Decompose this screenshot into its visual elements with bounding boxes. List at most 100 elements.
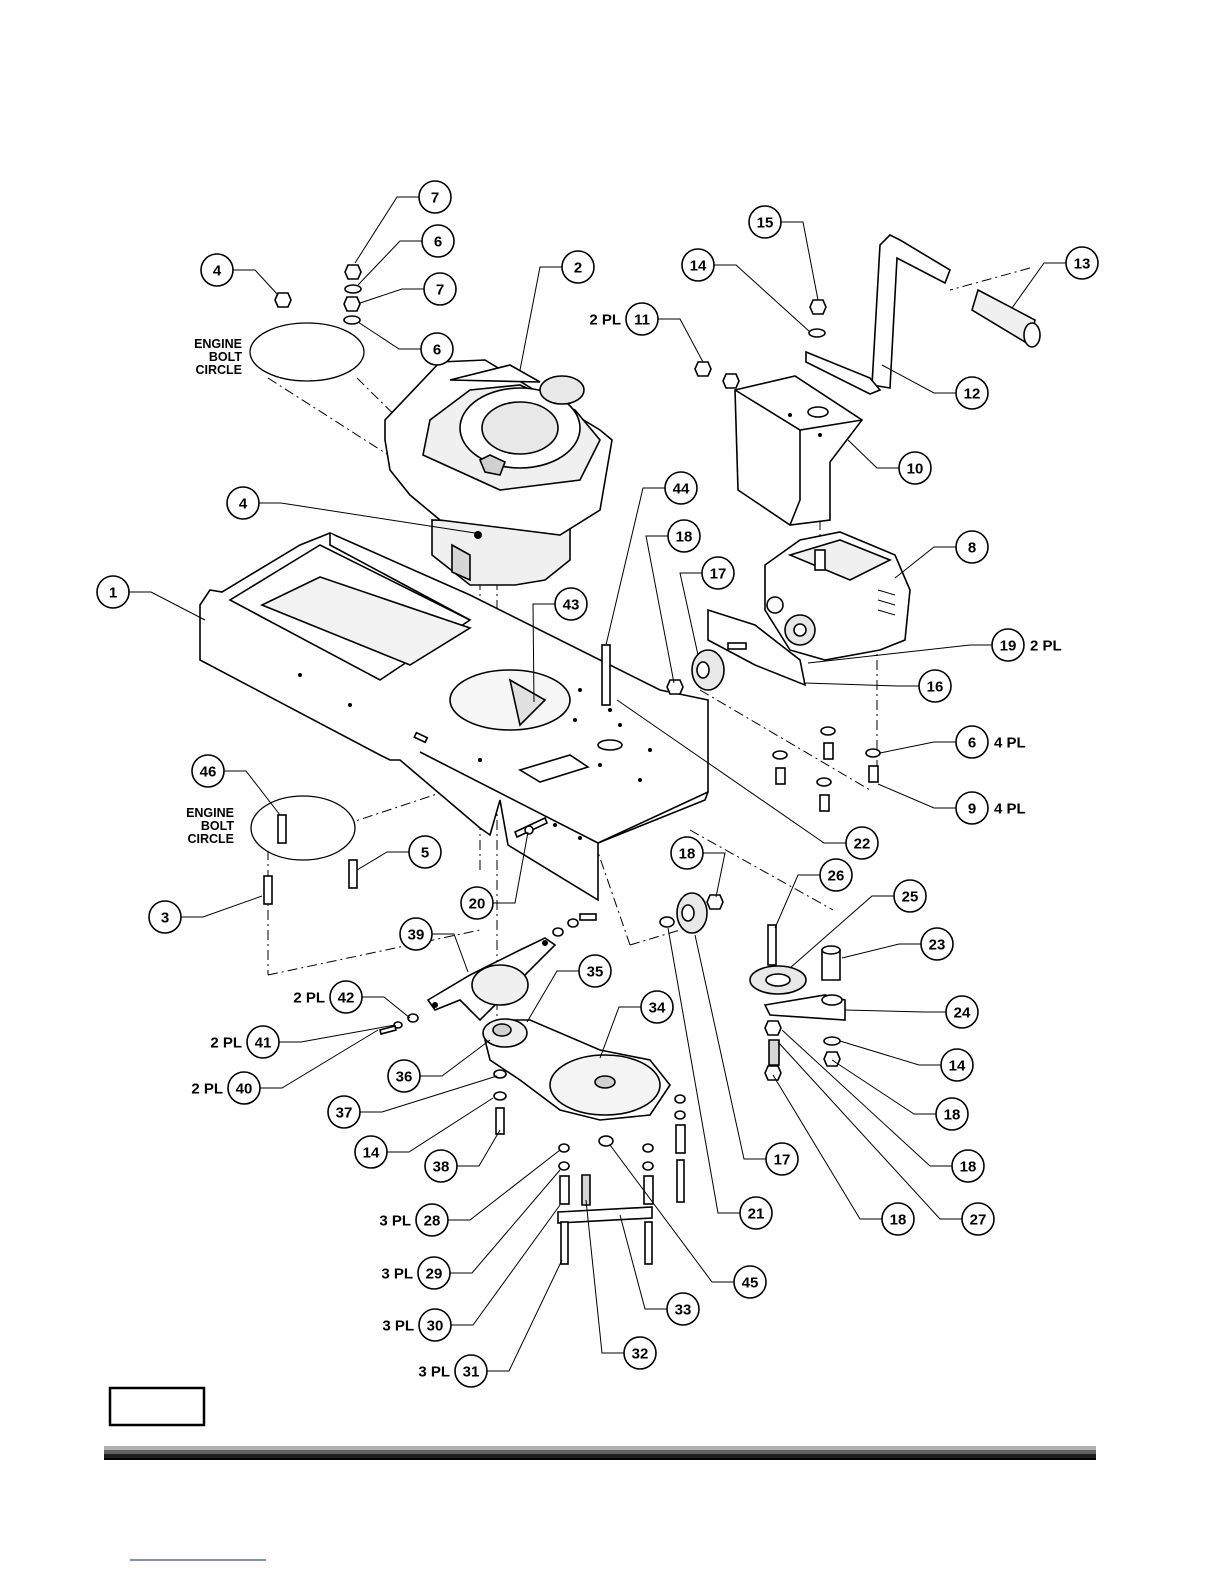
- callout-number: 12: [964, 386, 981, 403]
- callout-number: 14: [949, 1058, 966, 1075]
- callout-number: 26: [828, 868, 845, 885]
- leader-line: [848, 440, 899, 468]
- leader-line: [775, 875, 820, 928]
- callout-number: 22: [854, 836, 871, 853]
- engine-bolt-circle-bottom: ENGINE BOLT CIRCLE: [186, 796, 355, 860]
- leader-line: [882, 365, 956, 393]
- leader-line: [233, 270, 278, 295]
- callout-number: 40: [236, 1081, 253, 1098]
- callout-number: 14: [363, 1145, 380, 1162]
- callout-5: 5: [357, 836, 441, 870]
- callout-number: 25: [902, 889, 919, 906]
- engine-mount-hardware: [275, 265, 361, 324]
- leader-line: [878, 784, 956, 808]
- callout-18: 18: [646, 520, 700, 683]
- leader-line: [451, 1205, 560, 1325]
- leader-line: [362, 997, 410, 1018]
- leader-line: [181, 896, 262, 917]
- callout-number: 9: [968, 801, 976, 818]
- callout-number: 41: [255, 1035, 272, 1052]
- callout-number: 13: [1074, 256, 1091, 273]
- callout-number: 6: [433, 342, 441, 359]
- callout-10: 10: [848, 440, 931, 484]
- leader-line: [778, 1042, 962, 1219]
- callout-qty-label: 2 PL: [191, 1081, 223, 1098]
- callout-11: 112 PL: [589, 303, 703, 362]
- callout-number: 7: [436, 282, 444, 299]
- leader-line: [658, 319, 703, 362]
- callout-16: 16: [805, 670, 951, 702]
- callout-13: 13: [1012, 247, 1098, 308]
- callout-number: 8: [968, 540, 976, 557]
- callout-number: 30: [427, 1318, 444, 1335]
- engine-bolt-circle-top: ENGINE BOLT CIRCLE: [194, 323, 364, 381]
- callout-number: 4: [213, 263, 222, 280]
- callout-26: 26: [775, 859, 852, 928]
- callout-number: 15: [757, 215, 774, 232]
- leader-line: [357, 852, 409, 870]
- leader-line: [714, 265, 810, 332]
- idler-arm-assembly: [750, 925, 845, 1080]
- callout-number: 36: [396, 1069, 413, 1086]
- callout-qty-label: 2 PL: [293, 990, 325, 1007]
- leader-line: [790, 896, 894, 968]
- callout-number: 33: [675, 1302, 692, 1319]
- leader-line: [695, 935, 766, 1159]
- callout-number: 27: [970, 1212, 987, 1229]
- callout-qty-label: 2 PL: [210, 1035, 242, 1052]
- callout-4: 4: [201, 254, 278, 295]
- bolt-circle-line-2: BOLT: [201, 819, 234, 833]
- leader-line: [520, 267, 562, 370]
- callout-35: 35: [527, 955, 611, 1022]
- lower-bracket-assembly: [558, 1095, 685, 1264]
- callout-38: 38: [425, 1130, 500, 1182]
- callout-number: 28: [424, 1213, 441, 1230]
- footer-rule: [104, 1446, 1096, 1460]
- leader-line: [782, 1030, 952, 1166]
- callout-number: 23: [929, 937, 946, 954]
- gearbox-part: [765, 532, 910, 660]
- callout-number: 43: [563, 597, 580, 614]
- leader-line: [880, 742, 956, 753]
- callout-12: 12: [882, 365, 988, 409]
- leader-line: [420, 1040, 490, 1076]
- leader-line: [360, 1076, 497, 1112]
- bolt-circle-line-3: CIRCLE: [187, 832, 234, 846]
- callout-number: 34: [649, 1000, 666, 1017]
- callout-qty-label: 3 PL: [381, 1266, 413, 1283]
- bolt-circle-line-3: CIRCLE: [195, 363, 242, 377]
- callout-number: 10: [907, 461, 924, 478]
- leader-line: [781, 222, 818, 300]
- leader-line: [805, 683, 919, 686]
- callout-29: 293 PL: [381, 1170, 560, 1289]
- callout-qty-label: 4 PL: [994, 801, 1026, 818]
- callout-7: 7: [360, 273, 456, 305]
- gearbox-bolts: [773, 727, 880, 811]
- callout-6: 6: [358, 322, 453, 365]
- callout-number: 32: [632, 1346, 649, 1363]
- leader-line: [895, 547, 956, 578]
- leader-line: [842, 944, 921, 958]
- leader-line: [358, 322, 421, 349]
- callout-number: 39: [408, 927, 425, 944]
- leader-line: [360, 289, 424, 303]
- callout-14: 14: [682, 249, 810, 332]
- leader-line: [129, 592, 205, 620]
- leader-line: [355, 197, 419, 263]
- callout-34: 34: [600, 991, 673, 1058]
- bolt-circle-line-2: BOLT: [209, 350, 242, 364]
- callout-number: 44: [673, 481, 690, 498]
- leader-line: [527, 971, 579, 1022]
- callout-qty-label: 2 PL: [589, 312, 621, 329]
- callout-41: 41 2 PL: [210, 1025, 395, 1058]
- callout-39: 39: [400, 918, 468, 972]
- callout-25: 25: [790, 880, 926, 968]
- callout-14: 14: [840, 1041, 973, 1081]
- callout-qty-label: 3 PL: [418, 1364, 450, 1381]
- callout-number: 1: [109, 585, 117, 602]
- callout-14: 14: [355, 1098, 493, 1168]
- leader-line: [845, 1010, 946, 1012]
- callout-qty-label: 2 PL: [1030, 638, 1062, 655]
- callout-3: 3: [149, 896, 262, 933]
- callout-number: 24: [954, 1005, 971, 1022]
